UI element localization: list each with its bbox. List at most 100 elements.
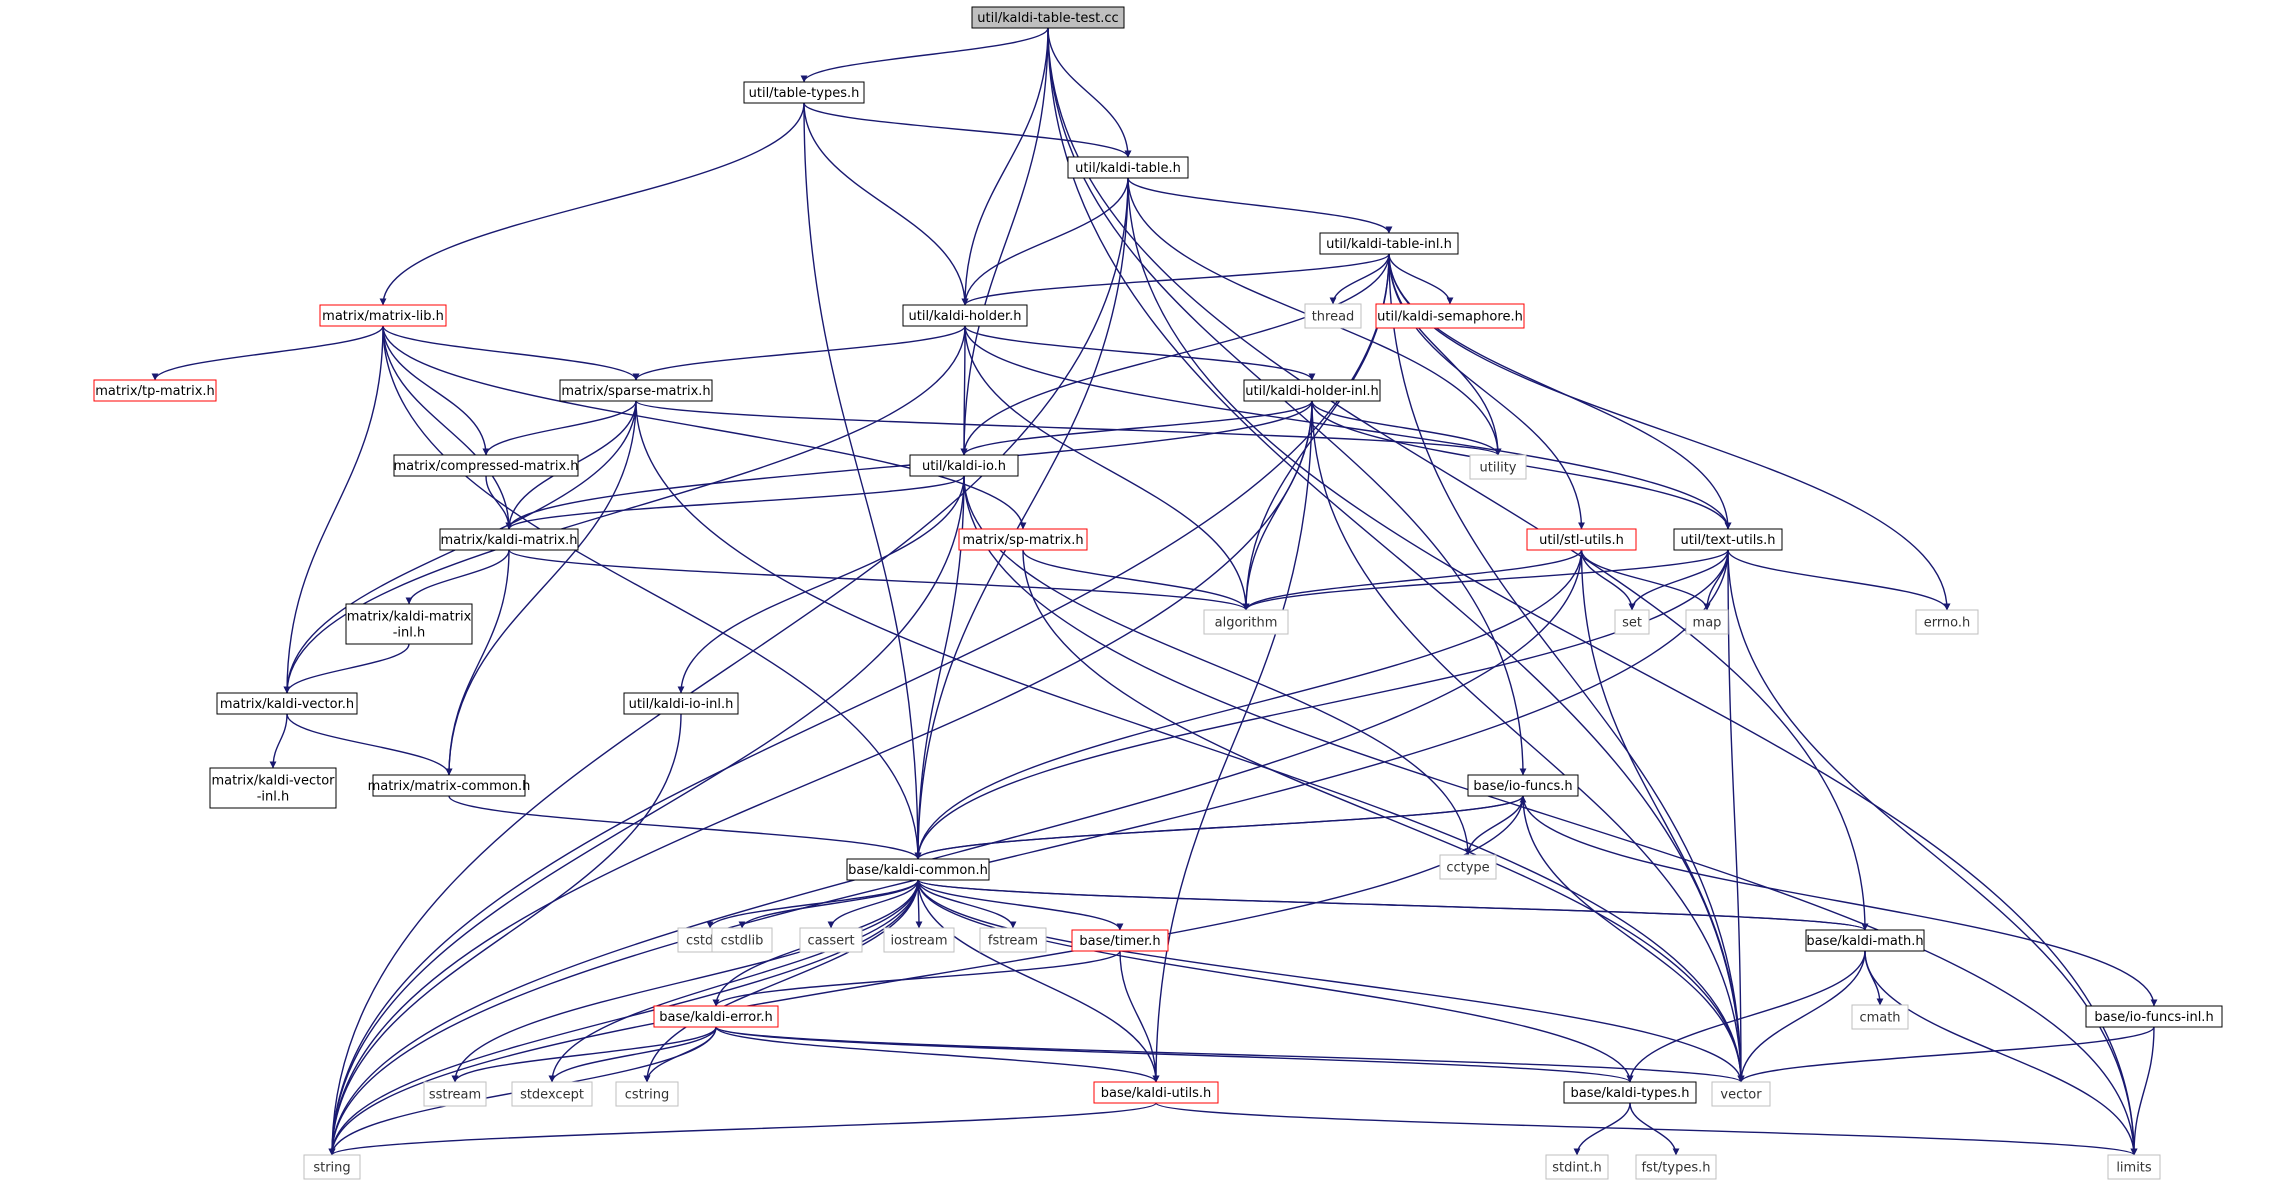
- node-kaldi-vector-inl[interactable]: matrix/kaldi-vector-inl.h: [209, 767, 337, 809]
- node-box-sstream: [423, 1081, 487, 1107]
- edge-kaldi-common-to-kaldi-types: [917, 879, 1634, 1083]
- node-iostream: iostream: [883, 927, 955, 953]
- node-kaldi-error[interactable]: base/kaldi-error.h: [653, 1005, 779, 1028]
- node-io-funcs-inl[interactable]: base/io-funcs-inl.h: [2085, 1005, 2223, 1028]
- edge-kaldi-error-to-stdexcept: [548, 1026, 717, 1083]
- node-box-kaldi-types: [1563, 1081, 1697, 1104]
- edge-io-funcs-inl-to-limits: [2130, 1026, 2155, 1156]
- node-label-kaldi-utils: base/kaldi-utils.h: [1101, 1086, 1212, 1101]
- node-tp-matrix[interactable]: matrix/tp-matrix.h: [93, 379, 217, 402]
- edge-kaldi-table-inl-to-stl-utils: [1388, 253, 1585, 530]
- node-kaldi-table[interactable]: util/kaldi-table.h: [1067, 156, 1189, 179]
- node-timer[interactable]: base/timer.h: [1071, 929, 1169, 952]
- node-kaldi-io[interactable]: util/kaldi-io.h: [909, 454, 1019, 477]
- node-box-kaldi-table: [1067, 156, 1189, 179]
- edge-stl-utils-to-kaldi-common: [914, 549, 1583, 860]
- node-algorithm: algorithm: [1203, 609, 1289, 635]
- edge-table-types-to-kaldi-common: [803, 102, 922, 860]
- node-box-kaldi-math: [1805, 929, 1925, 952]
- edge-sparse-matrix-to-vector: [635, 400, 1745, 1083]
- node-box-io-funcs-inl: [2085, 1005, 2223, 1028]
- node-label-iostream: iostream: [890, 934, 947, 949]
- node-sparse-matrix[interactable]: matrix/sparse-matrix.h: [559, 379, 713, 402]
- edge-text-utils-to-algorithm: [1242, 549, 1729, 611]
- edge-sp-matrix-to-algorithm: [1022, 549, 1250, 611]
- node-box-text-utils: [1673, 528, 1783, 551]
- node-box-cstring: [615, 1081, 679, 1107]
- edge-kaldi-io-to-kaldi-io-inl: [677, 475, 965, 694]
- node-label-kaldi-io-inl: util/kaldi-io-inl.h: [629, 697, 734, 712]
- edge-matrix-lib-to-kaldi-matrix: [382, 325, 513, 530]
- node-label-kaldi-vector-inl: matrix/kaldi-vector-inl.h: [211, 774, 335, 805]
- edge-kaldi-table-inl-to-vector: [1388, 253, 1745, 1083]
- edge-table-types-to-matrix-lib: [379, 102, 805, 306]
- node-box-cassert: [799, 927, 863, 953]
- node-kaldi-table-inl[interactable]: util/kaldi-table-inl.h: [1319, 232, 1459, 255]
- node-stdint: stdint.h: [1545, 1154, 1609, 1180]
- node-table-types[interactable]: util/table-types.h: [743, 81, 865, 104]
- node-label-cstring: cstring: [625, 1088, 669, 1103]
- node-box-kaldi-matrix: [439, 528, 579, 551]
- node-cmath: cmath: [1851, 1004, 1909, 1030]
- node-box-iostream: [883, 927, 955, 953]
- node-compressed-matrix[interactable]: matrix/compressed-matrix.h: [393, 454, 579, 477]
- edge-kaldi-holder-inl-to-utility: [1311, 400, 1502, 456]
- edge-kaldi-table-to-kaldi-holder: [961, 177, 1129, 306]
- edge-sparse-matrix-to-utility: [635, 400, 1502, 456]
- node-box-map: [1685, 609, 1729, 635]
- edge-kaldi-holder-inl-to-kaldi-utils: [1152, 400, 1313, 1083]
- node-fst-types: fst/types.h: [1635, 1154, 1717, 1180]
- node-label-utility: utility: [1480, 461, 1517, 476]
- edge-stl-utils-to-set: [1580, 549, 1636, 611]
- node-kaldi-vector[interactable]: matrix/kaldi-vector.h: [216, 692, 358, 715]
- node-kaldi-common[interactable]: base/kaldi-common.h: [846, 858, 990, 881]
- node-box-errno: [1915, 609, 1979, 635]
- node-label-kaldi-vector: matrix/kaldi-vector.h: [220, 697, 354, 712]
- edge-kaldi-error-to-kaldi-types: [715, 1026, 1634, 1083]
- edge-kaldi-io-to-kaldi-matrix: [505, 475, 965, 530]
- node-io-funcs[interactable]: base/io-funcs.h: [1467, 774, 1579, 797]
- node-kaldi-utils[interactable]: base/kaldi-utils.h: [1093, 1081, 1219, 1104]
- node-errno: errno.h: [1915, 609, 1979, 635]
- node-box-stl-utils: [1526, 528, 1637, 551]
- edge-kaldi-holder-to-sparse-matrix: [632, 325, 966, 381]
- node-kaldi-math[interactable]: base/kaldi-math.h: [1805, 929, 1925, 952]
- node-matrix-common[interactable]: matrix/matrix-common.h: [368, 774, 531, 797]
- node-box-io-funcs: [1467, 774, 1579, 797]
- edge-kaldi-holder-inl-to-vector: [1311, 400, 1745, 1083]
- edge-matrix-lib-to-tp-matrix: [151, 325, 384, 381]
- node-kaldi-holder[interactable]: util/kaldi-holder.h: [902, 304, 1028, 327]
- node-label-sparse-matrix: matrix/sparse-matrix.h: [561, 384, 710, 399]
- edge-kaldi-error-to-sstream: [451, 1026, 717, 1083]
- node-text-utils[interactable]: util/text-utils.h: [1673, 528, 1783, 551]
- node-label-kaldi-holder: util/kaldi-holder.h: [909, 309, 1022, 324]
- node-label-io-funcs: base/io-funcs.h: [1473, 779, 1572, 794]
- node-box-kaldi-holder: [902, 304, 1028, 327]
- node-box-sparse-matrix: [559, 379, 713, 402]
- node-label-errno: errno.h: [1924, 616, 1971, 631]
- node-stl-utils[interactable]: util/stl-utils.h: [1526, 528, 1637, 551]
- edge-io-funcs-to-vector: [1522, 795, 1745, 1083]
- edge-text-utils-to-set: [1628, 549, 1729, 611]
- node-kaldi-semaphore[interactable]: util/kaldi-semaphore.h: [1375, 303, 1525, 329]
- node-box-cstdlib: [711, 927, 773, 953]
- edge-kaldi-table-inl-to-kaldi-holder: [961, 253, 1390, 306]
- node-kaldi-table-test[interactable]: util/kaldi-table-test.cc: [971, 6, 1125, 29]
- node-matrix-lib[interactable]: matrix/matrix-lib.h: [319, 304, 447, 327]
- edge-stl-utils-to-algorithm: [1242, 549, 1583, 611]
- edge-matrix-lib-to-compressed-matrix: [382, 325, 490, 456]
- edge-table-types-to-kaldi-table: [803, 102, 1132, 158]
- node-box-string: [303, 1154, 361, 1180]
- node-kaldi-io-inl[interactable]: util/kaldi-io-inl.h: [623, 692, 739, 715]
- node-label-table-types: util/table-types.h: [749, 86, 860, 101]
- node-sp-matrix[interactable]: matrix/sp-matrix.h: [958, 528, 1088, 551]
- node-label-tp-matrix: matrix/tp-matrix.h: [95, 384, 215, 399]
- edge-kaldi-vector-to-matrix-common: [286, 713, 453, 776]
- node-box-kaldi-vector-inl: [209, 767, 337, 809]
- node-kaldi-types[interactable]: base/kaldi-types.h: [1563, 1081, 1697, 1104]
- node-kaldi-matrix-inl[interactable]: matrix/kaldi-matrix-inl.h: [345, 603, 473, 645]
- edge-kaldi-holder-inl-to-algorithm: [1242, 400, 1313, 611]
- node-kaldi-matrix[interactable]: matrix/kaldi-matrix.h: [439, 528, 579, 551]
- node-kaldi-holder-inl[interactable]: util/kaldi-holder-inl.h: [1243, 379, 1381, 402]
